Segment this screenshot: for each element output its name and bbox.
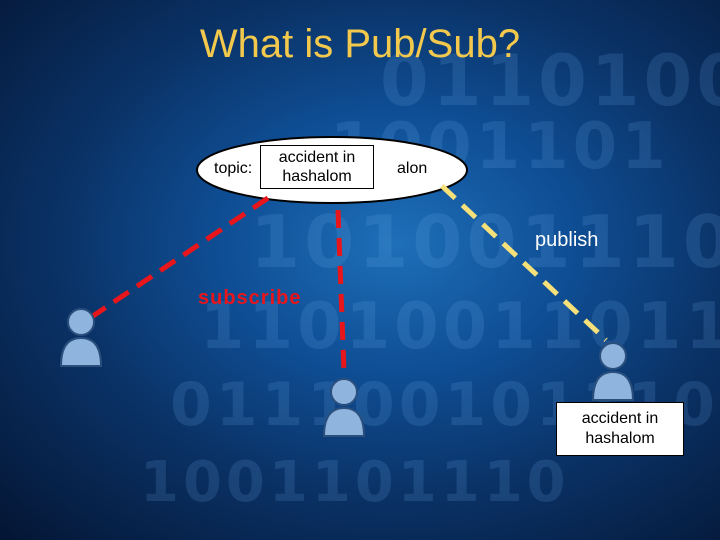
topic-overflow-text: alon xyxy=(397,160,428,177)
publish-label: publish xyxy=(535,229,599,251)
binary-background: 0110100 xyxy=(380,40,720,122)
user-icon-publisher xyxy=(591,342,635,401)
binary-background: 1001101110 xyxy=(140,450,570,515)
subscribe-label: subscribe xyxy=(198,287,302,309)
publish-edge xyxy=(440,184,608,342)
binary-background: 101001110 xyxy=(250,200,720,284)
user-icon-subscriber-middle xyxy=(322,378,366,437)
published-message-box: accident in hashalom xyxy=(556,402,684,456)
subscribe-edge-middle xyxy=(335,209,347,373)
slide-title: What is Pub/Sub? xyxy=(199,22,521,66)
topic-prefix-label: topic: xyxy=(214,160,253,177)
user-icon-subscriber-left xyxy=(59,308,103,367)
subscribe-edge-left xyxy=(88,195,270,321)
topic-name-box: accident in hashalom xyxy=(260,145,374,189)
binary-background: 11010011011 xyxy=(200,290,720,364)
